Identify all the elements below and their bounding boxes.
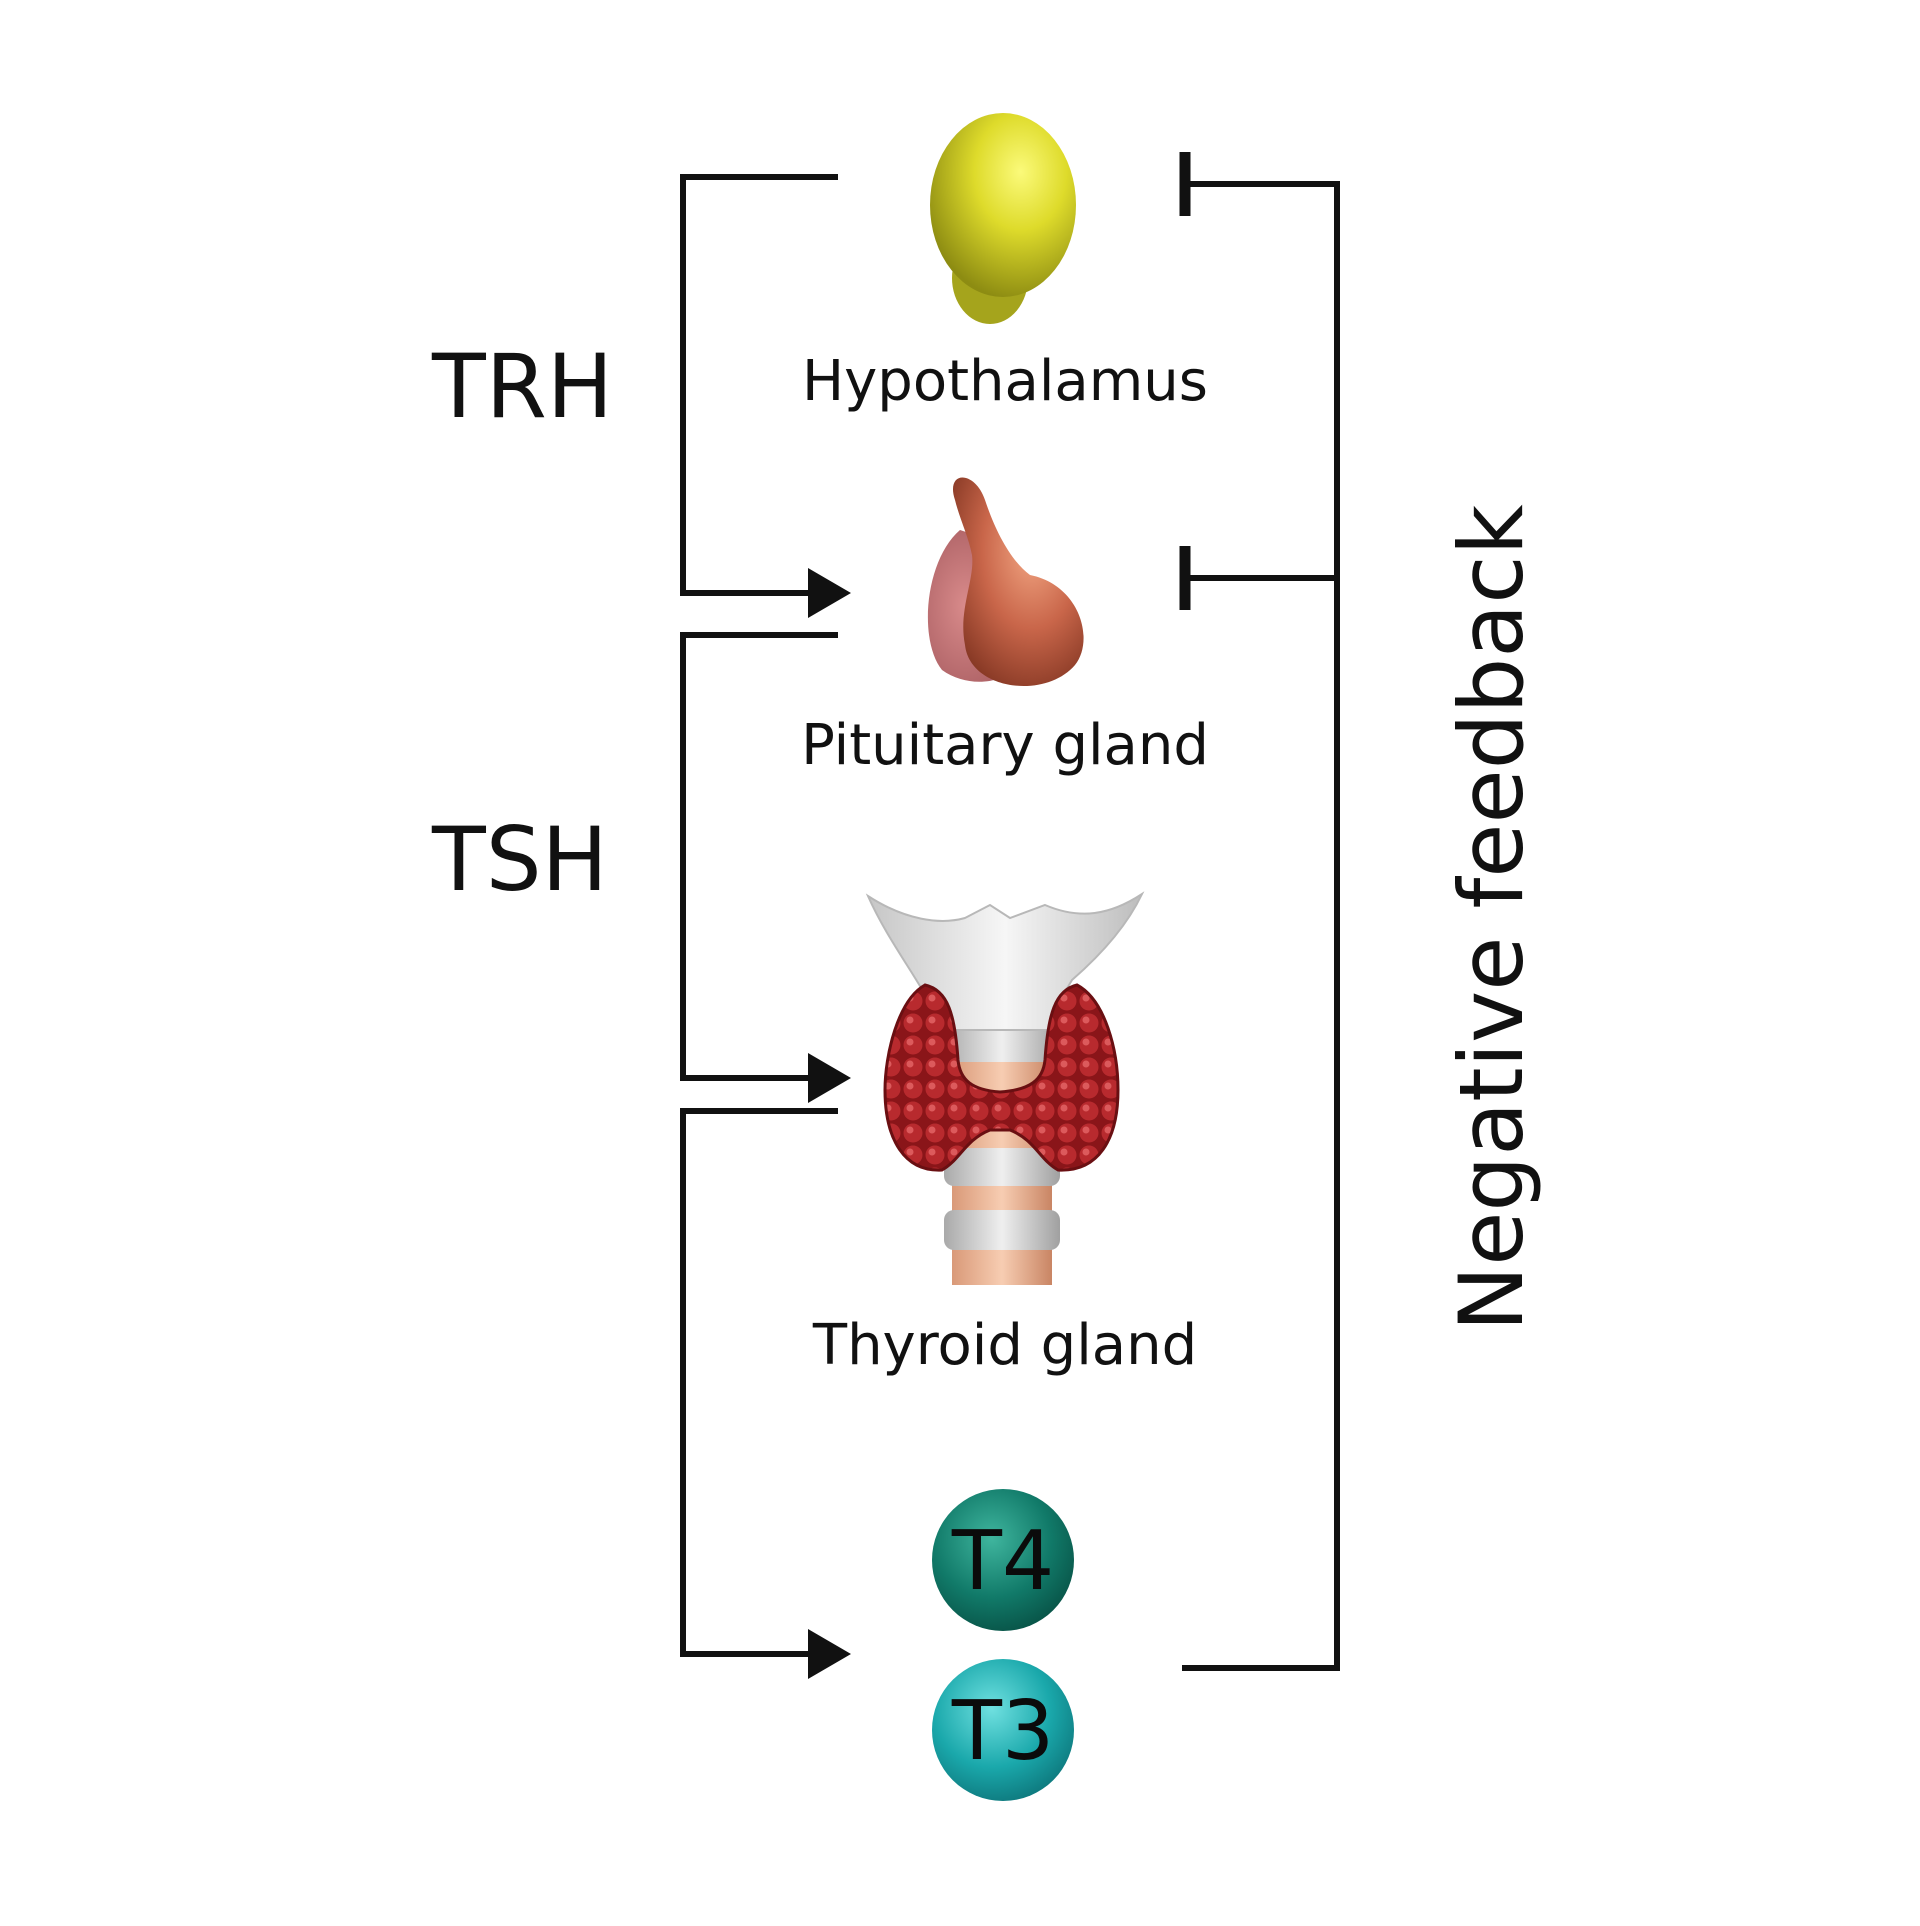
pituitary-label: Pituitary gland	[801, 713, 1209, 778]
tsh-arrowhead	[808, 1053, 851, 1103]
hypothalamus-illustration	[930, 113, 1076, 324]
thyroid-label: Thyroid gland	[812, 1313, 1197, 1378]
t4-label: T4	[951, 1514, 1054, 1609]
trh-arrowhead	[808, 568, 851, 618]
t3-t4-connector	[680, 1108, 851, 1679]
t3-t4-arrowhead	[808, 1629, 851, 1679]
t3-molecule: T3	[932, 1659, 1074, 1801]
thyroid-illustration	[865, 891, 1145, 1285]
t3-label: T3	[951, 1684, 1054, 1779]
tsh-connector	[680, 632, 851, 1103]
negative-feedback-connector	[1179, 152, 1340, 1671]
t4-molecule: T4	[932, 1489, 1074, 1631]
hypothalamus-label: Hypothalamus	[802, 349, 1208, 414]
pituitary-illustration	[927, 477, 1084, 687]
tsh-label: TSH	[431, 808, 608, 911]
negative-feedback-label: Negative feedback	[1440, 504, 1543, 1331]
trh-label: TRH	[431, 335, 613, 438]
trh-connector	[680, 174, 851, 618]
